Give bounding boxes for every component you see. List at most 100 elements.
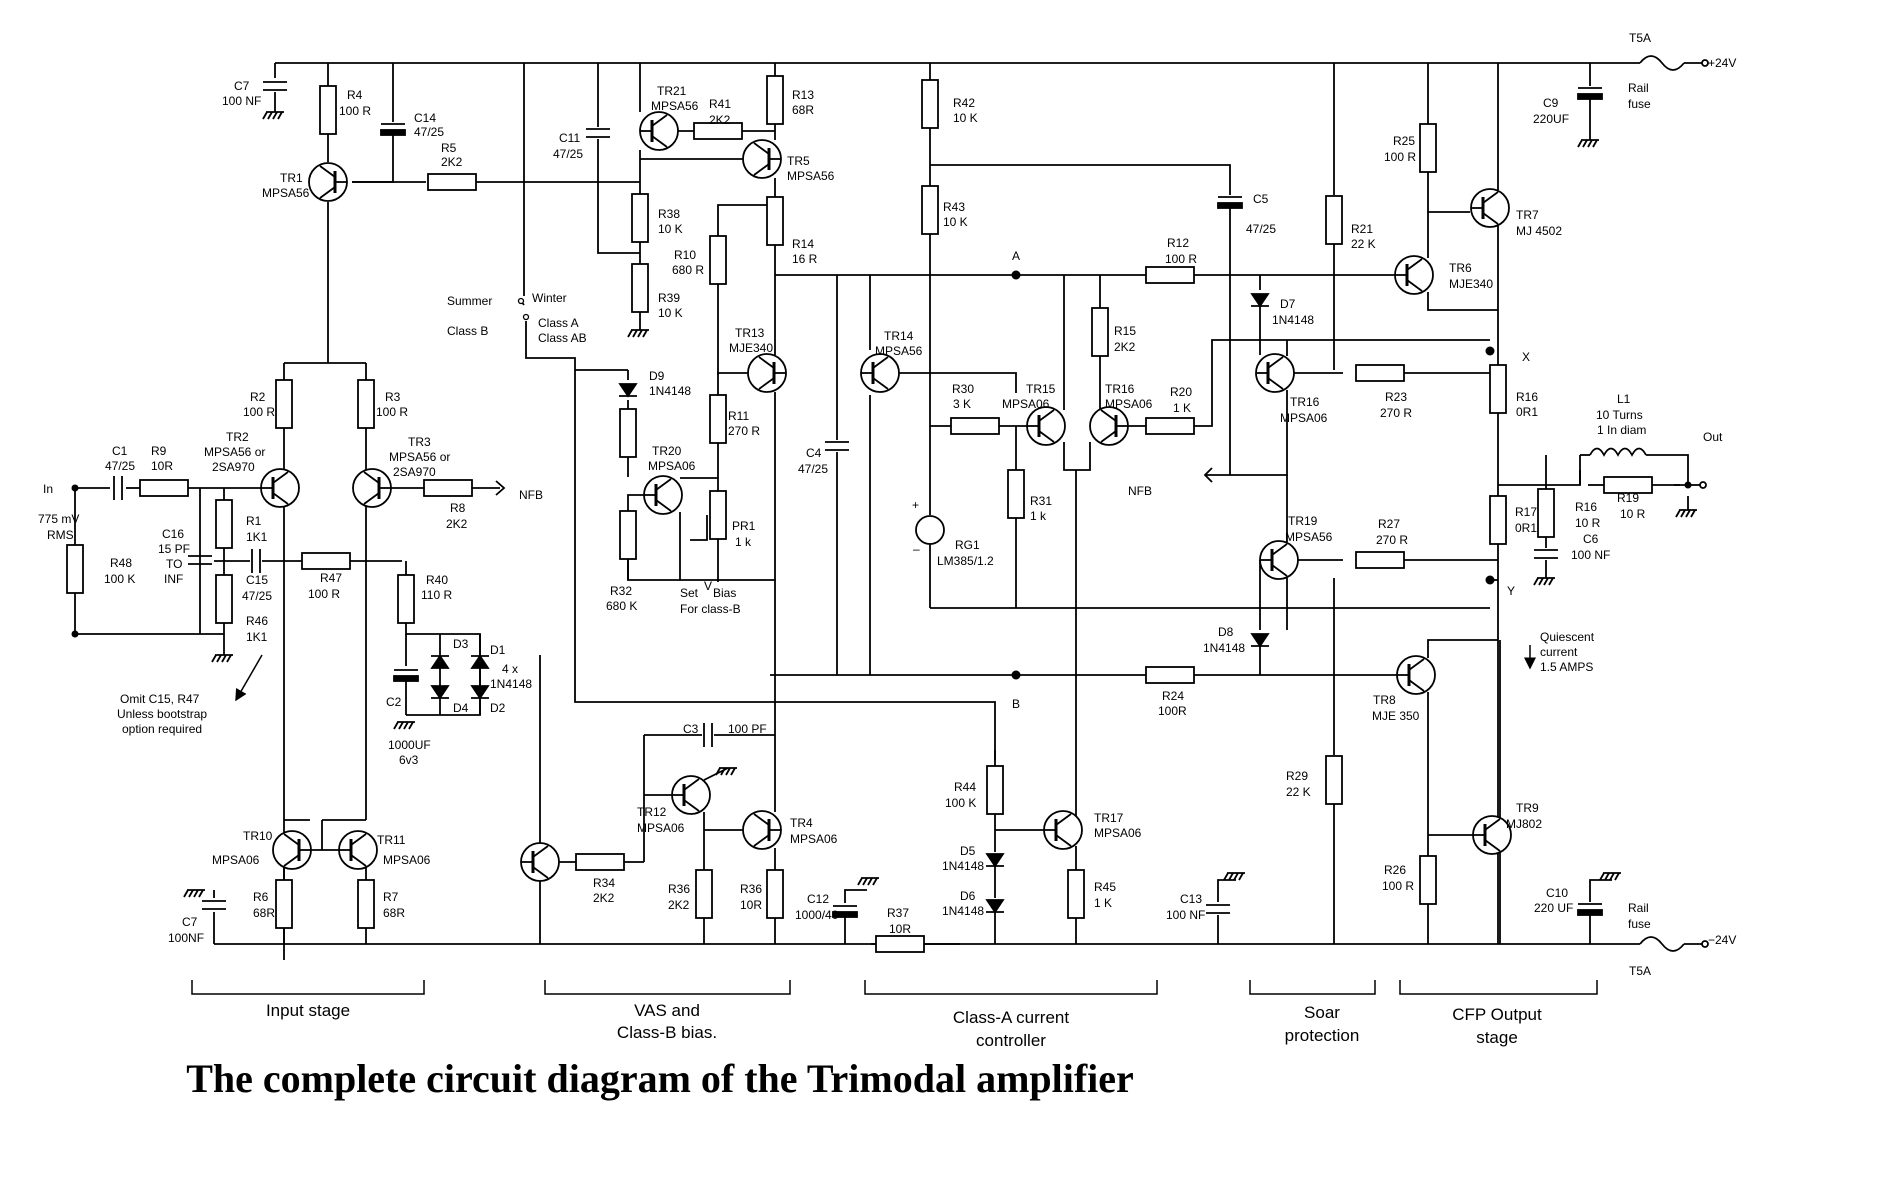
capacitor-c2 <box>393 669 419 682</box>
resistor-r5 <box>427 173 477 191</box>
label-c12: C12 <box>807 892 829 906</box>
diode-d4 <box>430 685 450 700</box>
label-tr4: MPSA06 <box>790 832 838 846</box>
label-d9: 1N4148 <box>649 384 691 398</box>
ground-icon <box>857 877 879 886</box>
label-tr2: MPSA56 or <box>204 445 265 459</box>
capacitor-c15 <box>251 549 261 573</box>
label-r3: 100 R <box>376 405 408 419</box>
label-c15: C15 <box>246 573 268 587</box>
wire <box>717 204 775 236</box>
diode-body <box>430 654 450 669</box>
diode-body <box>1250 293 1270 308</box>
label-r16a: R16 <box>1516 390 1538 404</box>
transistor-lead <box>753 142 770 155</box>
vneg-label: −24V <box>1708 933 1736 947</box>
label-r17: R17 <box>1515 505 1537 519</box>
transistor-tr19 <box>1259 540 1299 580</box>
section-cfp: stage <box>1476 1028 1518 1047</box>
ground-hatch <box>730 767 736 776</box>
resistor-r48 <box>66 544 84 594</box>
label-r44: 100 K <box>945 796 976 810</box>
ground-hatch <box>720 767 726 776</box>
resistor-r19 <box>1603 476 1653 494</box>
label-r39: 10 K <box>658 306 683 320</box>
transistor-lead <box>1267 356 1284 369</box>
capacitor-plate <box>380 129 406 136</box>
section-vas: Class-B bias. <box>617 1023 717 1042</box>
label-rg1: LM385/1.2 <box>937 554 994 568</box>
resistor-r36a <box>695 869 713 919</box>
switch-contact-icon <box>522 313 530 321</box>
label-l1: L1 <box>1617 392 1631 406</box>
label-r44: R44 <box>954 780 976 794</box>
resistor-r1 <box>215 499 233 549</box>
label-r16a: 0R1 <box>1516 405 1538 419</box>
transistor-lead <box>1267 377 1284 390</box>
label-tr12: TR12 <box>637 805 667 819</box>
label-r48: R48 <box>110 556 132 570</box>
label-tr3: TR3 <box>408 435 431 449</box>
resistor-r31 <box>1007 469 1025 519</box>
resistor-r47 <box>301 552 351 570</box>
ground-hatch <box>1604 872 1610 881</box>
label-rg1: RG1 <box>955 538 980 552</box>
wire <box>1589 879 1612 902</box>
label-r15: R15 <box>1114 324 1136 338</box>
ground-icon <box>211 654 233 663</box>
transistor-tr-vas <box>520 842 560 882</box>
fuse-icon <box>1639 936 1685 952</box>
label-tr3: MPSA56 or <box>389 450 450 464</box>
transistor-lead <box>319 165 336 178</box>
resistor-r25 <box>1419 123 1437 173</box>
label-r4: 100 R <box>339 104 371 118</box>
ground-hatch <box>1675 509 1681 518</box>
label-tr20: MPSA06 <box>648 459 696 473</box>
junction-dots <box>71 270 1692 680</box>
ground-hatch <box>408 721 414 730</box>
ground-hatch <box>867 877 873 886</box>
capacitor-plate <box>1577 909 1603 916</box>
label-dt: 1N4148 <box>490 677 532 691</box>
label-c1: 47/25 <box>105 459 135 473</box>
node-b-label: B <box>1012 697 1020 711</box>
label-tr10: MPSA06 <box>212 853 260 867</box>
label-r41: 2K2 <box>709 113 731 127</box>
diagram-caption: The complete circuit diagram of the Trim… <box>186 1056 1134 1101</box>
label-c14: 47/25 <box>414 125 444 139</box>
section-brackets <box>191 980 1598 995</box>
ground-hatch <box>715 767 721 776</box>
ground-hatch <box>872 877 878 886</box>
wire <box>1498 470 1581 486</box>
label-tr13: MJE340 <box>729 341 773 355</box>
label-r38: 10 K <box>658 222 683 236</box>
wire <box>1203 467 1213 483</box>
resistor-r41 <box>693 122 743 140</box>
note-omit: option required <box>122 722 202 736</box>
section-soar: protection <box>1285 1026 1360 1045</box>
wire <box>1646 454 1689 485</box>
label-d7: D7 <box>1280 297 1296 311</box>
label-c9: 220UF <box>1533 112 1569 126</box>
label-r13: R13 <box>792 88 814 102</box>
node-y-label: Y <box>1507 584 1515 598</box>
label-tr19: TR19 <box>1288 514 1318 528</box>
label-r6: R6 <box>253 890 269 904</box>
transistor-tr21 <box>639 111 679 151</box>
note-quiescent: current <box>1540 645 1578 659</box>
wire <box>1063 470 1077 821</box>
ground-icon <box>627 329 649 338</box>
capacitor-c5 <box>1217 196 1243 209</box>
label-tr14: TR14 <box>884 329 914 343</box>
label-r2: R2 <box>250 390 266 404</box>
transistor-lead <box>758 377 775 390</box>
resistor-r17 <box>1489 495 1507 545</box>
transistor-lead <box>1406 279 1423 292</box>
note-bias: Bias <box>713 586 736 600</box>
ground-icon <box>183 889 205 898</box>
label-r14: R14 <box>792 237 814 251</box>
label-pr1: 1 k <box>735 535 752 549</box>
label-tr16a: TR16 <box>1105 382 1135 396</box>
label-r39: R39 <box>658 291 680 305</box>
label-tr13: TR13 <box>735 326 765 340</box>
